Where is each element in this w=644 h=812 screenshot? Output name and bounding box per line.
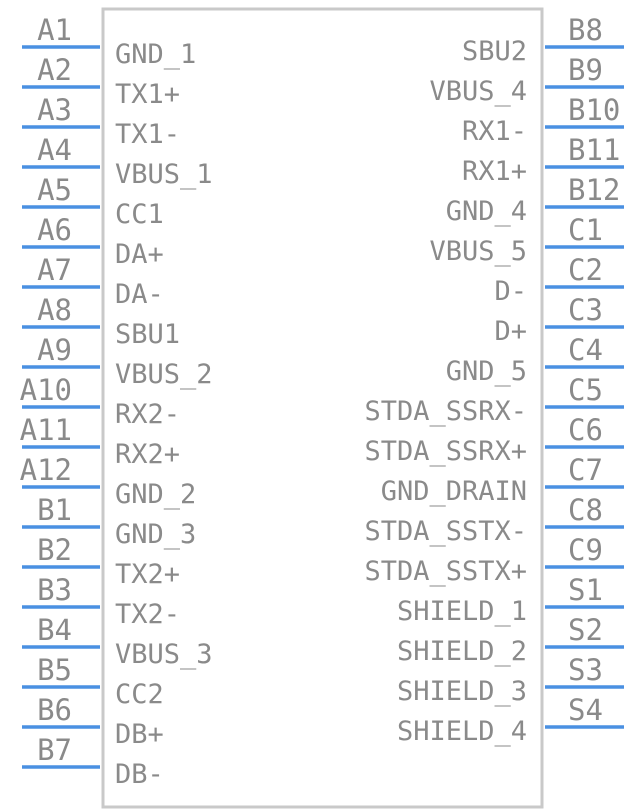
pin-name-a4: VBUS_1 [115, 159, 213, 190]
pin-number-c8: C8 [568, 493, 603, 527]
pin-number-a12: A12 [20, 453, 72, 487]
pin-name-c1: VBUS_5 [429, 236, 527, 267]
pin-number-a9: A9 [37, 333, 72, 367]
pin-name-a9: VBUS_2 [115, 359, 213, 390]
pin-name-c2: D- [494, 276, 527, 307]
pin-number-a11: A11 [20, 413, 72, 447]
pin-name-a11: RX2+ [115, 439, 180, 470]
pin-number-b11: B11 [568, 133, 620, 167]
pin-number-b3: B3 [37, 573, 72, 607]
pin-number-c4: C4 [568, 333, 603, 367]
pin-name-a7: DA- [115, 279, 164, 310]
pin-number-s4: S4 [568, 693, 603, 727]
pin-name-s1: SHIELD_1 [397, 596, 527, 627]
pin-name-c8: STDA_SSTX- [364, 516, 527, 547]
pin-name-s2: SHIELD_2 [397, 636, 527, 667]
pin-number-b8: B8 [568, 13, 603, 47]
pin-number-a6: A6 [37, 213, 72, 247]
pin-name-b5: CC2 [115, 679, 164, 710]
pin-name-s3: SHIELD_3 [397, 676, 527, 707]
pin-number-c6: C6 [568, 413, 603, 447]
pin-number-a1: A1 [37, 13, 72, 47]
pin-name-b12: GND_4 [446, 196, 527, 227]
pin-number-b1: B1 [37, 493, 72, 527]
pin-name-s4: SHIELD_4 [397, 716, 527, 747]
pin-name-a12: GND_2 [115, 479, 196, 510]
pin-number-b12: B12 [568, 173, 620, 207]
pin-name-b3: TX2- [115, 599, 180, 630]
pin-number-c2: C2 [568, 253, 603, 287]
pin-name-b8: SBU2 [462, 36, 527, 67]
pin-number-b5: B5 [37, 653, 72, 687]
pin-number-b6: B6 [37, 693, 72, 727]
pin-name-a10: RX2- [115, 399, 180, 430]
pin-number-c7: C7 [568, 453, 603, 487]
pin-number-a2: A2 [37, 53, 72, 87]
pin-name-a8: SBU1 [115, 319, 180, 350]
pin-name-b6: DB+ [115, 719, 164, 750]
pin-name-a1: GND_1 [115, 39, 196, 70]
pin-number-c3: C3 [568, 293, 603, 327]
pin-name-a5: CC1 [115, 199, 164, 230]
pin-number-c1: C1 [568, 213, 603, 247]
component-body [101, 7, 544, 809]
pin-name-c6: STDA_SSRX+ [364, 436, 527, 467]
pin-number-a5: A5 [37, 173, 72, 207]
pin-name-a6: DA+ [115, 239, 164, 270]
pin-name-b2: TX2+ [115, 559, 180, 590]
pin-name-a3: TX1- [115, 119, 180, 150]
pin-number-b7: B7 [37, 733, 72, 767]
pin-number-b9: B9 [568, 53, 603, 87]
pin-name-c4: GND_5 [446, 356, 527, 387]
pin-number-b4: B4 [37, 613, 72, 647]
pin-name-b7: DB- [115, 759, 164, 790]
pin-number-a3: A3 [37, 93, 72, 127]
pin-number-b10: B10 [568, 93, 620, 127]
pin-name-a2: TX1+ [115, 79, 180, 110]
pin-name-b1: GND_3 [115, 519, 196, 550]
pin-number-s1: S1 [568, 573, 603, 607]
pin-number-c5: C5 [568, 373, 603, 407]
pin-name-b11: RX1+ [462, 156, 527, 187]
pin-number-a7: A7 [37, 253, 72, 287]
pin-name-c3: D+ [494, 316, 527, 347]
pin-name-b4: VBUS_3 [115, 639, 213, 670]
pin-number-a4: A4 [37, 133, 72, 167]
pin-name-b9: VBUS_4 [429, 76, 527, 107]
pin-name-b10: RX1- [462, 116, 527, 147]
pin-name-c9: STDA_SSTX+ [364, 556, 527, 587]
pin-number-c9: C9 [568, 533, 603, 567]
pin-number-a10: A10 [20, 373, 72, 407]
pin-number-s3: S3 [568, 653, 603, 687]
pin-name-c7: GND_DRAIN [381, 476, 527, 507]
pin-name-c5: STDA_SSRX- [364, 396, 527, 427]
pin-number-s2: S2 [568, 613, 603, 647]
pin-number-b2: B2 [37, 533, 72, 567]
pin-number-a8: A8 [37, 293, 72, 327]
